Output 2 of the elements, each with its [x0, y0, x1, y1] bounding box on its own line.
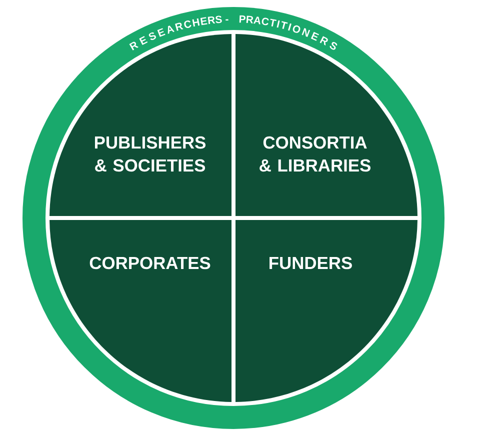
quadrant-panel: CORPORATES — [50, 220, 232, 402]
quadrant-panel: FUNDERS — [236, 220, 418, 402]
